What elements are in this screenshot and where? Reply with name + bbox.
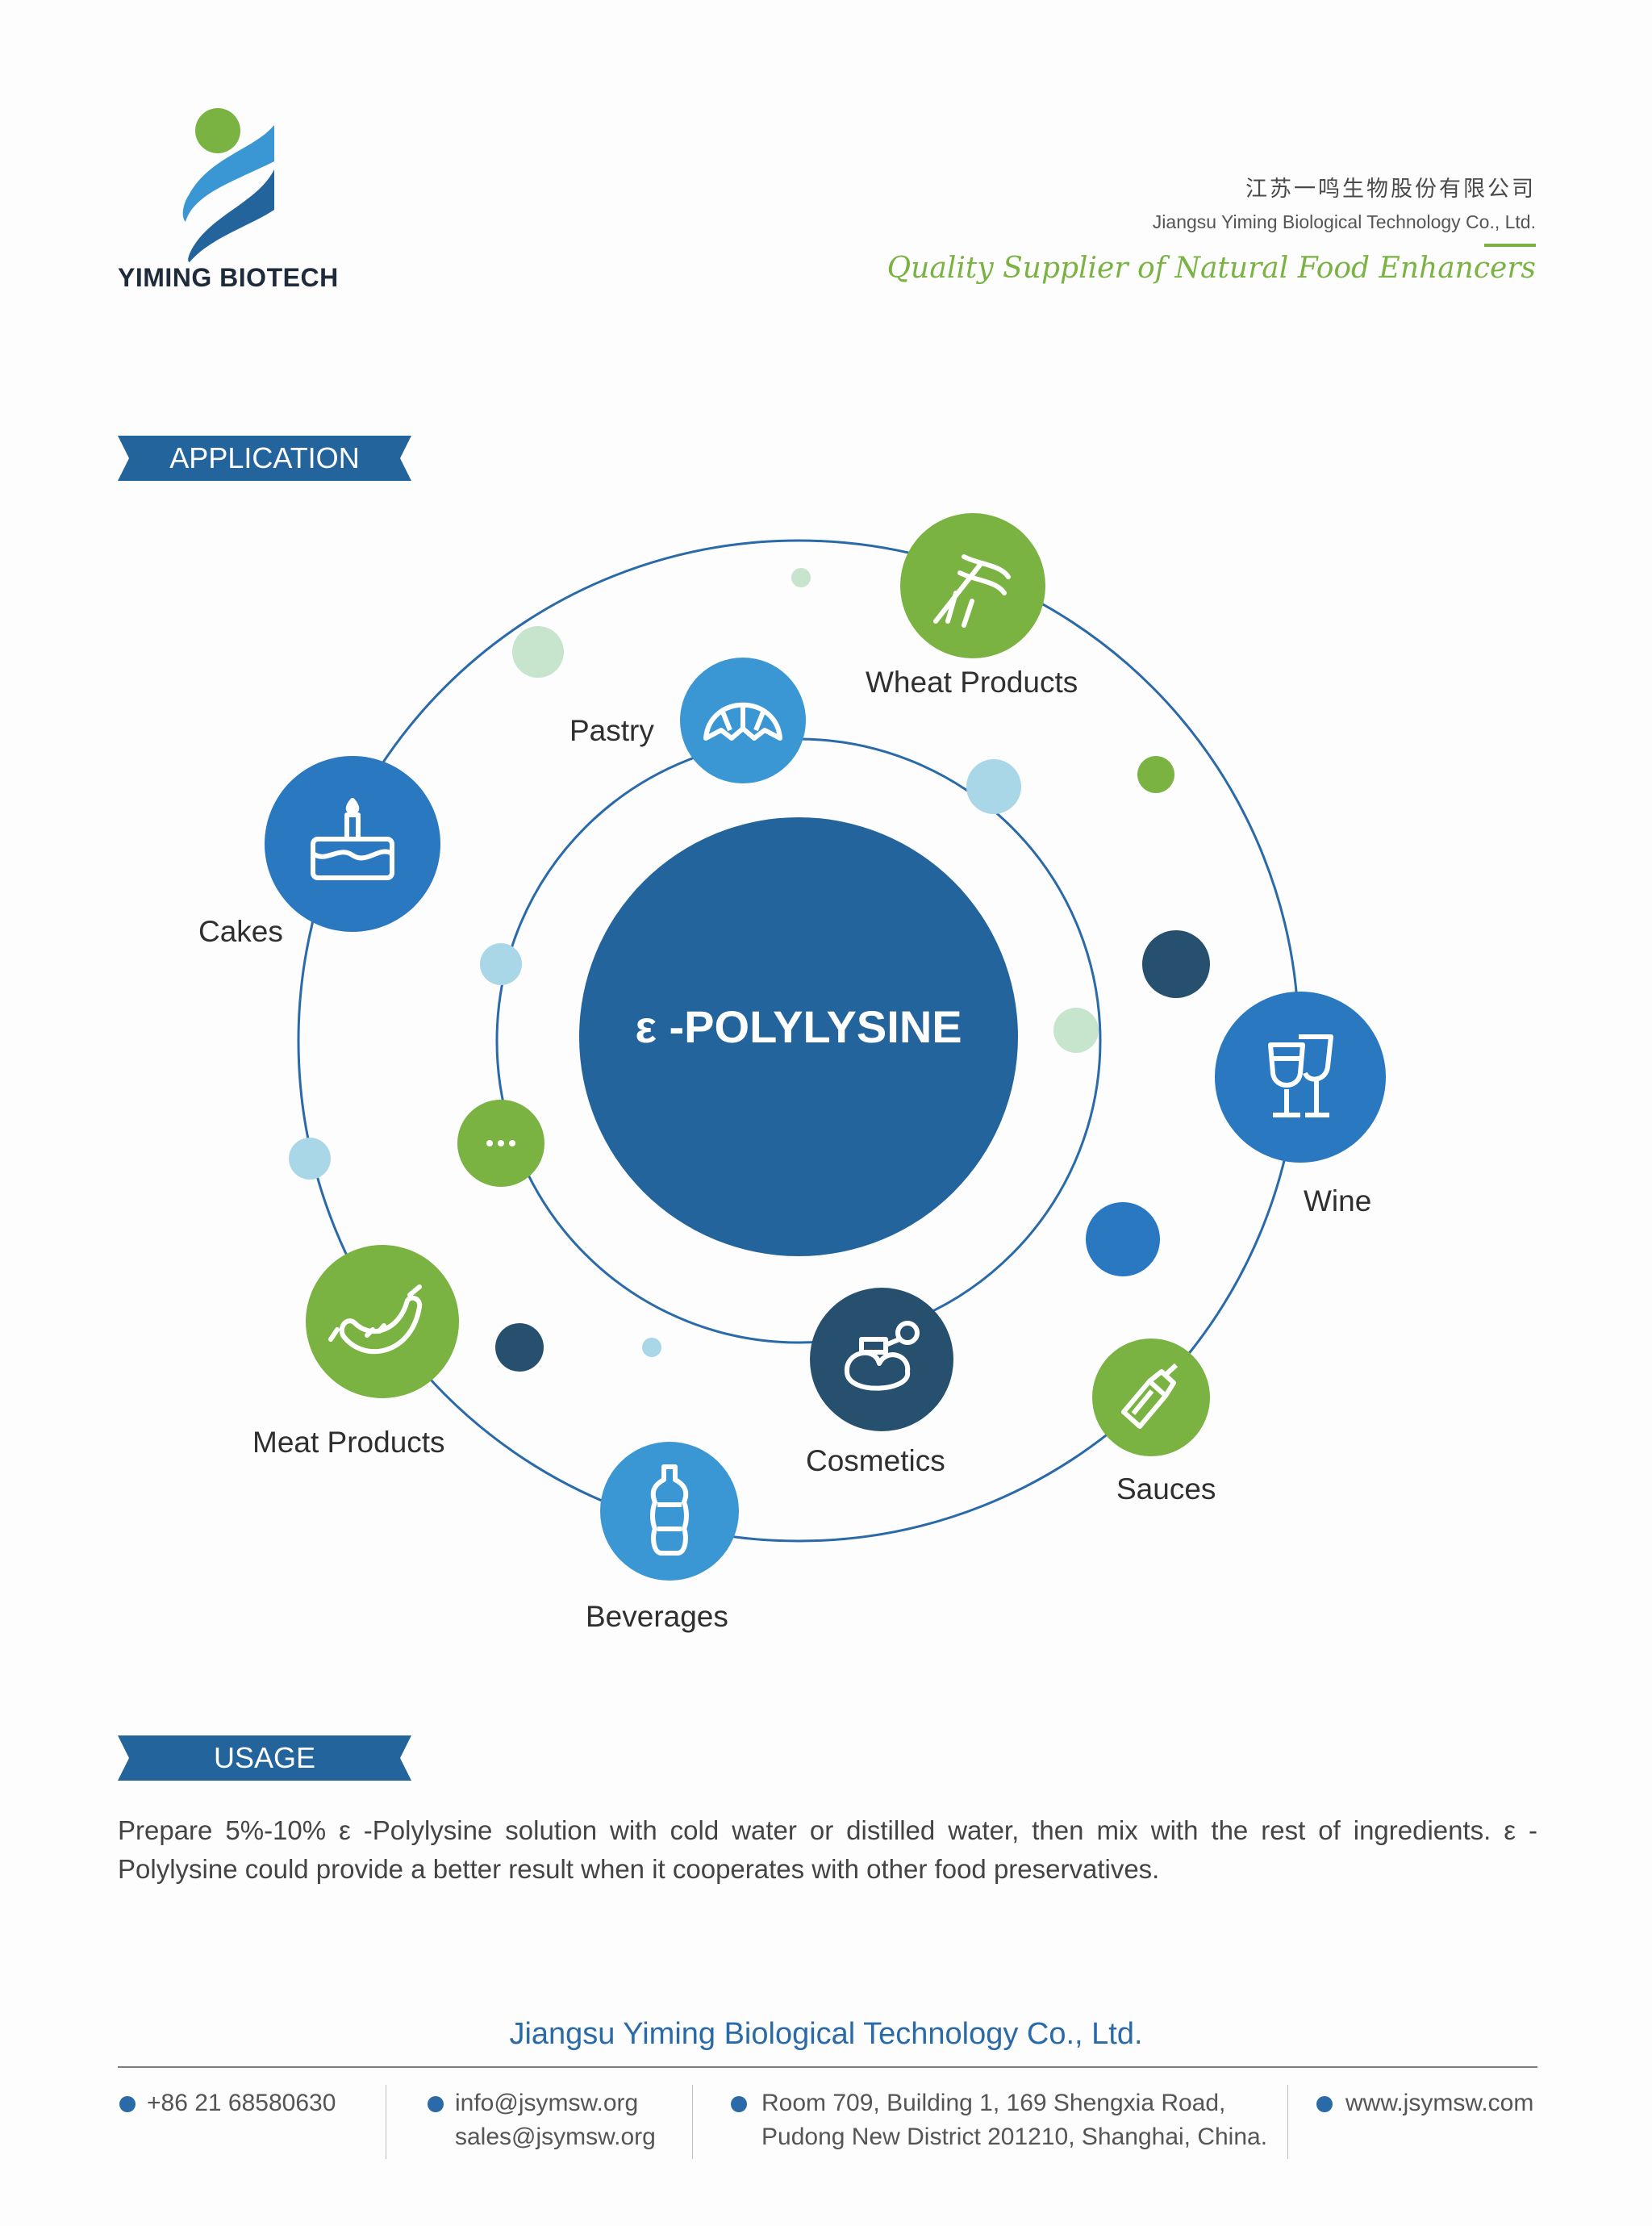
slogan: Quality Supplier of Natural Food Enhance… (886, 252, 1536, 285)
label-cosmetics: Cosmetics (806, 1444, 945, 1477)
usage-text: Prepare 5%-10% ε -Polylysine solution wi… (118, 1815, 1537, 1884)
beverages-node (600, 1442, 739, 1581)
logo-text: YIMING BIOTECH (118, 263, 339, 292)
email-icon (428, 2096, 444, 2112)
meat-products-node (306, 1245, 459, 1398)
usage-banner-label: USAGE (213, 1741, 316, 1774)
decor-dot (512, 626, 564, 678)
accent-bar (1484, 244, 1536, 247)
label-sauces: Sauces (1116, 1472, 1216, 1506)
center-label: ε -POLYLYSINE (635, 1001, 962, 1052)
center-circle (579, 817, 1018, 1256)
application-banner-label: APPLICATION (169, 441, 360, 474)
sauces-node (1092, 1339, 1210, 1456)
footer-address: Room 709, Building 1, 169 Shengxia Road,… (731, 2086, 1267, 2154)
more-icon (486, 1140, 515, 1146)
footer-phone: +86 21 68580630 (119, 2086, 336, 2120)
bottle-icon (650, 1464, 689, 1556)
phone-number[interactable]: +86 21 68580630 (147, 2090, 336, 2116)
label-wheat-products: Wheat Products (866, 666, 1078, 699)
decor-dot (791, 568, 811, 587)
label-wine: Wine (1304, 1184, 1372, 1217)
decor-dot (495, 1323, 544, 1372)
wheat-icon (933, 554, 1011, 628)
location-icon (731, 2096, 747, 2112)
yiming-logo (182, 108, 274, 262)
croissant-icon (703, 702, 782, 741)
label-pastry: Pastry (569, 714, 654, 747)
footer-email: info@jsymsw.org sales@jsymsw.org (428, 2086, 656, 2154)
label-cakes: Cakes (198, 915, 283, 948)
decor-dot (1053, 1008, 1099, 1053)
more-node (457, 1100, 544, 1187)
footer-separator (692, 2085, 693, 2159)
address-line-2: Pudong New District 201210, Shanghai, Ch… (761, 2124, 1268, 2150)
footer-divider (118, 2066, 1537, 2068)
website-link[interactable]: www.jsymsw.com (1345, 2090, 1534, 2116)
decor-dot (289, 1138, 331, 1180)
decor-dot (642, 1338, 661, 1357)
globe-icon (1316, 2096, 1333, 2112)
wine-node (1215, 992, 1386, 1163)
phone-icon (119, 2096, 136, 2112)
label-meat-products: Meat Products (252, 1426, 445, 1459)
cake-icon (311, 798, 394, 880)
label-beverages: Beverages (586, 1600, 728, 1633)
footer-website: www.jsymsw.com (1316, 2086, 1533, 2120)
application-banner: APPLICATION (118, 436, 411, 481)
pastry-node (680, 658, 806, 783)
footer-company-name: Jiangsu Yiming Biological Technology Co.… (509, 2017, 1143, 2051)
cosmetics-node (810, 1288, 953, 1431)
decor-dot (480, 943, 522, 985)
decor-dot (1137, 756, 1174, 793)
address-line-1: Room 709, Building 1, 169 Shengxia Road, (761, 2090, 1226, 2116)
decor-dot (1142, 930, 1210, 998)
wheat-products-node (900, 513, 1045, 658)
decor-dot (966, 759, 1021, 814)
email-info[interactable]: info@jsymsw.org (455, 2090, 639, 2116)
cakes-node (265, 756, 440, 932)
decor-dot (1086, 1202, 1160, 1276)
usage-banner: USAGE (118, 1735, 411, 1781)
email-sales[interactable]: sales@jsymsw.org (455, 2124, 656, 2150)
sauce-bottle-icon (1121, 1363, 1179, 1429)
footer-separator (1287, 2085, 1288, 2159)
perfume-icon (845, 1321, 920, 1391)
company-name-chinese: 江苏一鸣生物股份有限公司 (1245, 177, 1536, 202)
wine-glasses-icon (1268, 1034, 1333, 1117)
sausage-icon (328, 1284, 423, 1355)
company-name-english: Jiangsu Yiming Biological Technology Co.… (1152, 211, 1536, 232)
